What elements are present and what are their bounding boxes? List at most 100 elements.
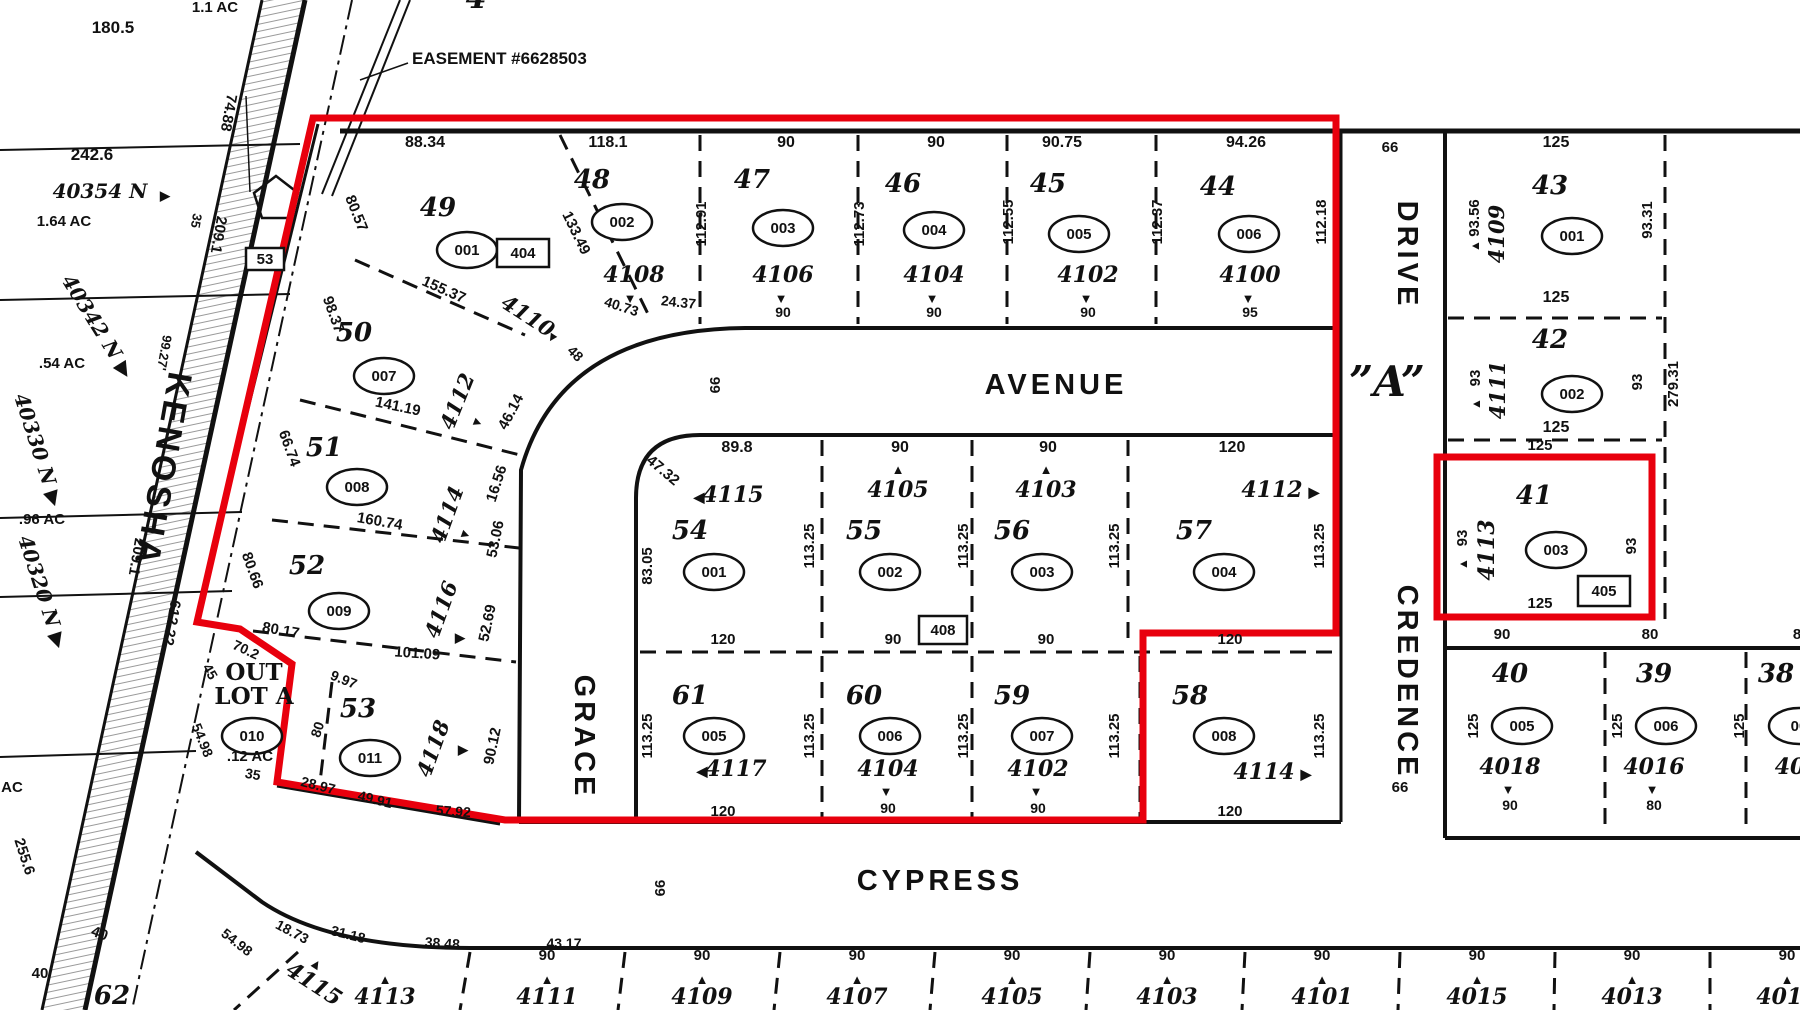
dimension-label: 90: [926, 304, 942, 320]
dimension-label: 90: [777, 134, 795, 151]
boundary-line: [0, 143, 301, 151]
outlot-label: OUT: [225, 659, 282, 686]
parcel-id: 001: [701, 564, 726, 581]
dimension-label: 125: [1543, 134, 1570, 151]
dimension-label: 57.92: [435, 802, 471, 820]
dimension-label: 1.1 AC: [192, 0, 238, 16]
address-label: 4103: [1136, 984, 1197, 1010]
dimension-label: 93: [1467, 370, 1484, 387]
dimension-label: 125: [1465, 713, 1482, 738]
address-label: 4111: [516, 984, 577, 1010]
dimension-label: 40: [32, 965, 49, 982]
dimension-label: 120: [710, 631, 735, 648]
cypress-north-edge: [194, 850, 1800, 950]
dimension-label: 90: [1502, 797, 1518, 813]
dimension-label: 113.25: [639, 713, 656, 758]
dimension-label: 90: [1314, 947, 1331, 964]
dimension-label: 155.37: [419, 273, 468, 307]
lot-line-dashed: [1240, 951, 1247, 1010]
dimension-label: 209.1: [125, 537, 148, 577]
street-edge-inner: [634, 433, 1341, 822]
lot-number: 59: [994, 681, 1030, 711]
dimension-label: 90: [1038, 631, 1055, 648]
address-label: 4105: [867, 477, 928, 503]
parcel-id: 011: [358, 750, 382, 767]
arrow-icon: ▼: [1502, 782, 1515, 797]
dimension-label: 66: [707, 377, 724, 394]
parcel-oval: [1047, 214, 1111, 254]
dimension-label: 90: [1159, 947, 1176, 964]
parcel-oval: [1490, 706, 1554, 746]
ref-box-label: 405: [1591, 583, 1616, 600]
arrow-icon: ▼: [624, 291, 637, 306]
address-label: 4102: [1057, 262, 1118, 288]
parcel-oval: [352, 356, 416, 396]
dimension-label: 112.37: [1149, 199, 1166, 244]
dimension-label: 80: [1642, 626, 1659, 643]
dimension-label: 90: [1030, 800, 1046, 816]
lot-number: 49: [420, 193, 456, 223]
dimension-label: 93.56: [1466, 199, 1483, 237]
dimension-label: 35: [188, 212, 205, 229]
dimension-label: 125: [1527, 595, 1552, 612]
lot-line-dashed: [299, 398, 521, 457]
dimension-label: 93.31: [1639, 201, 1656, 239]
ref-box-label: 404: [510, 245, 536, 262]
lot-number: 61: [672, 681, 708, 711]
dimension-label: 35: [244, 765, 262, 783]
dimension-label: 24.37: [660, 292, 697, 312]
parcel-oval: [902, 210, 966, 250]
lot-number: 58: [1172, 681, 1208, 711]
dimension-label: 113.25: [801, 523, 818, 568]
arrow-icon: ▼: [1080, 291, 1093, 306]
parcel-id: 005: [701, 728, 726, 745]
dimension-label: 66: [1382, 139, 1399, 156]
lot-line-dashed: [772, 951, 782, 1010]
lot-line-dashed: [1396, 951, 1402, 1010]
address-label: 4111: [1485, 361, 1510, 419]
parcel-oval: [682, 552, 746, 592]
lot-number: 45: [1030, 169, 1066, 199]
dimension-label: .12 AC: [227, 748, 273, 765]
parcel-id: 002: [609, 214, 634, 231]
arrow-icon: ◀: [696, 763, 708, 779]
boundary-line: [0, 750, 197, 758]
boundary-line: [0, 590, 233, 598]
parcel-id: 002: [1559, 386, 1584, 403]
dimension-label: 94.26: [1226, 134, 1266, 151]
parcel-id: 009: [326, 603, 351, 620]
address-label: 4104: [903, 262, 964, 288]
dimension-label: 90: [1004, 947, 1021, 964]
dimension-label: 90: [891, 439, 909, 456]
dimension-label: 180.5: [92, 18, 135, 37]
parcel-id-label: 40354 N: [53, 179, 149, 203]
parcel-oval: [307, 591, 371, 631]
lot-number: 56: [994, 516, 1030, 546]
dimension-label: 125: [1543, 419, 1570, 436]
dimension-label: 74.88: [217, 93, 240, 133]
boundary-line: [276, 784, 501, 826]
dimension-label: 66: [652, 880, 669, 897]
arrow-icon: ▲: [1781, 972, 1794, 987]
address-label: 4118: [411, 716, 455, 780]
lot-line-dashed: [1084, 951, 1092, 1010]
lot-line-dashed: [232, 950, 300, 1010]
parcel-oval: [1540, 374, 1604, 414]
dimension-label: 113.25: [1106, 713, 1123, 758]
parcel-oval: [751, 208, 815, 248]
parcel-oval: [1192, 716, 1256, 756]
parcel-id: 002: [877, 564, 902, 581]
highlight-boundary-lot41: [1433, 453, 1656, 621]
dimension-label: 99.27': [154, 334, 175, 372]
parcel-id-label: 40320 N ▶: [13, 532, 72, 651]
parcel-id: 006: [1653, 718, 1678, 735]
lot-number: 47: [734, 165, 770, 195]
arrow-icon: ▲: [1626, 972, 1639, 987]
dimension-label: 112.18: [1313, 199, 1330, 244]
parcel-oval: [858, 716, 922, 756]
ref-box: [917, 614, 969, 646]
arrow-icon: ▼: [926, 291, 939, 306]
dimension-label: 255.6: [10, 836, 38, 877]
dimension-label: 95: [1242, 304, 1258, 320]
